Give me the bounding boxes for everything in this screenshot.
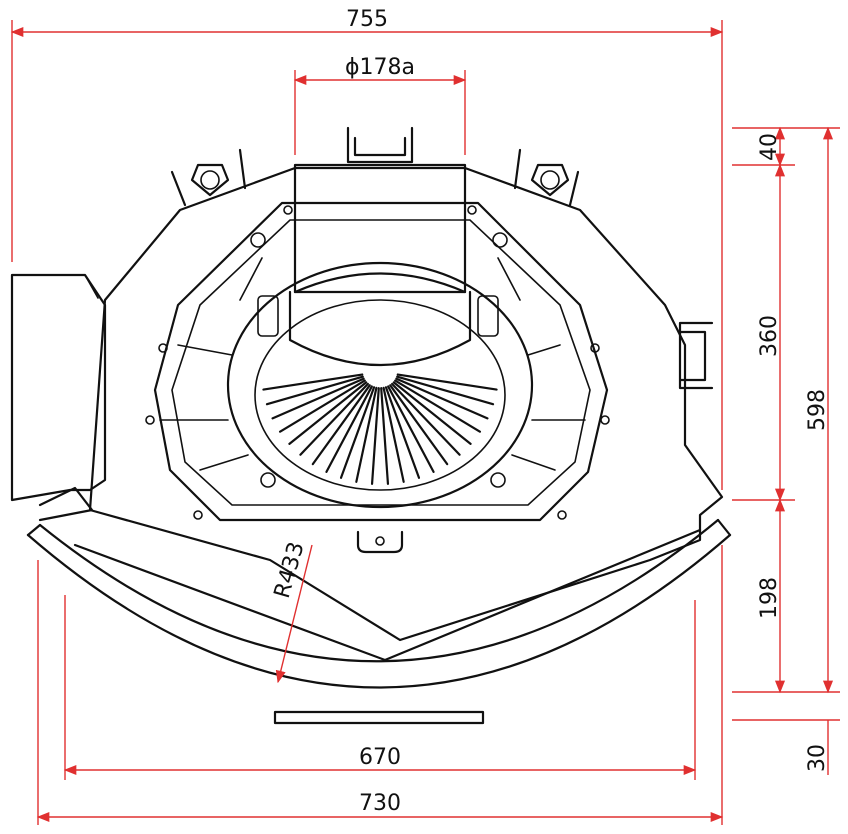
dim-label-radius: R433 [270,539,310,601]
dim-label-598: 598 [805,389,830,431]
housing-holes [145,205,610,520]
fan-blade [370,387,380,485]
dim-outlet-diameter: ϕ178a [293,55,467,155]
wheel-brackets [250,232,508,488]
fan-blade [389,384,449,466]
dim-label-198: 198 [757,577,782,619]
motor-box-detail [84,274,99,299]
fan-blade [396,375,495,406]
top-handle [346,126,414,164]
dimension-layer: 755 ϕ178a 40 360 598 198 30 [10,7,840,825]
fan-blade [325,385,373,473]
base-plate [273,710,485,725]
fan-blade [382,386,405,483]
dim-overall-width: 755 [10,7,724,490]
right-bolt-lug [513,148,580,207]
fan-blade [387,385,435,473]
fan-blade [271,377,365,420]
fan-blade [265,375,364,406]
fan-blade [391,382,461,456]
dim-label-40: 40 [757,133,782,161]
fan-blade [299,382,369,456]
dim-label-755: 755 [346,7,388,32]
left-bolt-lug [170,148,247,207]
side-motor-box [10,273,107,502]
bottom-tab [356,530,404,554]
fan-blade [394,379,482,433]
fan-blade [278,379,366,433]
dim-label-30: 30 [805,744,830,772]
dim-label-360: 360 [757,315,782,357]
fan-blade [339,386,376,479]
fan-blade [262,373,364,391]
frame-spokes [159,257,586,471]
fan-blade [396,373,498,391]
outlet-duct [288,163,472,366]
dim-guard-radius: R433 [270,539,313,684]
fan-blade [380,387,390,485]
fan-wheel [226,261,534,509]
right-bracket [678,321,714,390]
fan-blade [395,377,489,420]
inner-frame [153,201,609,522]
fan-blade [355,386,378,483]
dim-label-outlet: ϕ178a [345,55,415,80]
machine-drawing [10,126,732,725]
curved-guard [26,486,732,689]
dim-inner-width: 670 [63,595,697,780]
fan-blade [392,381,472,445]
fan-blades [262,373,498,485]
dim-label-730: 730 [359,791,401,816]
fan-blade [288,381,368,445]
housing-outline [88,166,724,642]
fan-blade [384,386,421,479]
fan-blade [311,384,371,466]
dim-right-stack: 40 360 598 198 30 [732,126,840,775]
inner-frame-2 [171,219,591,506]
dim-label-670: 670 [359,745,401,770]
dim-guard-width: 730 [36,545,724,825]
